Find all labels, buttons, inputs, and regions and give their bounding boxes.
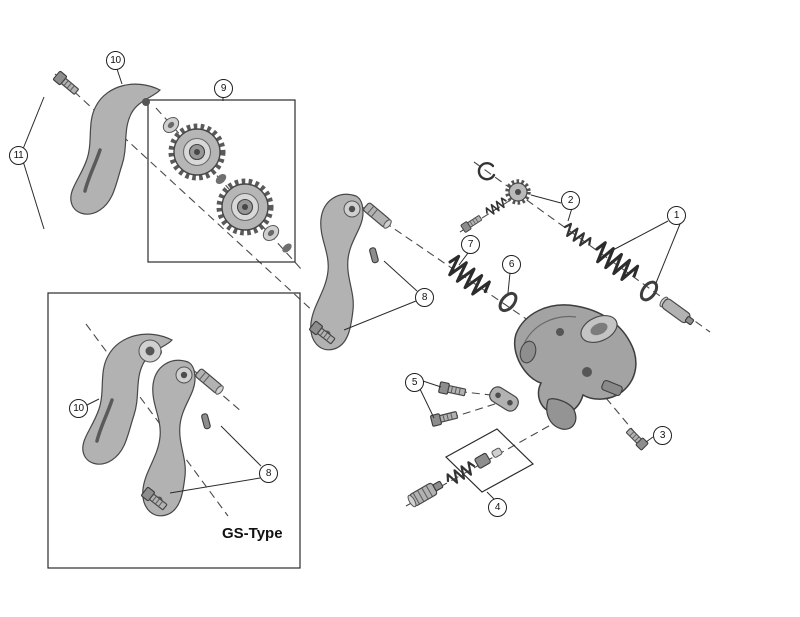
- adjuster-group-bracket: [444, 428, 535, 493]
- cable-adjuster-group: [407, 447, 503, 508]
- cable-fixing-link: [489, 386, 519, 412]
- callout-8-gs: 8: [259, 464, 278, 483]
- adjust-screw: [460, 213, 484, 234]
- assembly-axes: [54, 73, 711, 517]
- outer-cage-plate: [69, 82, 162, 216]
- pulley-spacer: [282, 243, 292, 253]
- callout-5: 5: [405, 373, 424, 392]
- adjuster-nut: [474, 452, 491, 469]
- link-bolt-group: [429, 381, 519, 428]
- callout-9: 9: [214, 79, 233, 98]
- tension-pulley: [219, 181, 271, 233]
- pulley-cap: [259, 221, 283, 245]
- link-bolt-upper: [437, 381, 467, 399]
- b-axle-group: [460, 162, 695, 325]
- callout-2: 2: [561, 191, 580, 210]
- pulley-group: [159, 113, 292, 253]
- callout-10-main: 10: [106, 51, 125, 70]
- gs-type-box: [47, 292, 301, 569]
- callout-8-main: 8: [415, 288, 434, 307]
- b-spring-small: [560, 221, 594, 251]
- cable-adjust-barrel: [407, 480, 444, 508]
- inner-cage-plate-assembly: [309, 194, 393, 349]
- pulley-spacer: [215, 174, 227, 184]
- sealing-ring: [495, 288, 521, 316]
- leader-lines: [22, 68, 681, 500]
- callout-11: 11: [9, 146, 28, 165]
- callout-7: 7: [461, 235, 480, 254]
- gs-plate-boss-hole: [145, 346, 155, 356]
- p-tension-spring: [442, 252, 494, 301]
- plate-mounting-bolt: [52, 70, 81, 97]
- callout-3: 3: [653, 426, 672, 445]
- pulley-group-box: [147, 99, 296, 263]
- snap-ring: [477, 162, 496, 181]
- derailleur-body: [514, 304, 637, 430]
- callout-10-gs: 10: [69, 399, 88, 418]
- gs-type-assembly: [81, 332, 225, 516]
- callout-6: 6: [502, 255, 521, 274]
- callout-4: 4: [488, 498, 507, 517]
- cable-fixing-bolt: [624, 426, 649, 451]
- guide-pulley: [171, 126, 223, 178]
- ratchet-disc: [505, 179, 531, 205]
- adjuster-ferrule: [491, 447, 503, 458]
- b-spring-large: [589, 239, 642, 286]
- link-bolt-lower: [429, 408, 459, 428]
- axle-bolt: [659, 296, 695, 325]
- gs-type-label: GS-Type: [222, 525, 283, 542]
- gs-inner-cage-plate-assembly: [141, 360, 225, 515]
- callout-1: 1: [667, 206, 686, 225]
